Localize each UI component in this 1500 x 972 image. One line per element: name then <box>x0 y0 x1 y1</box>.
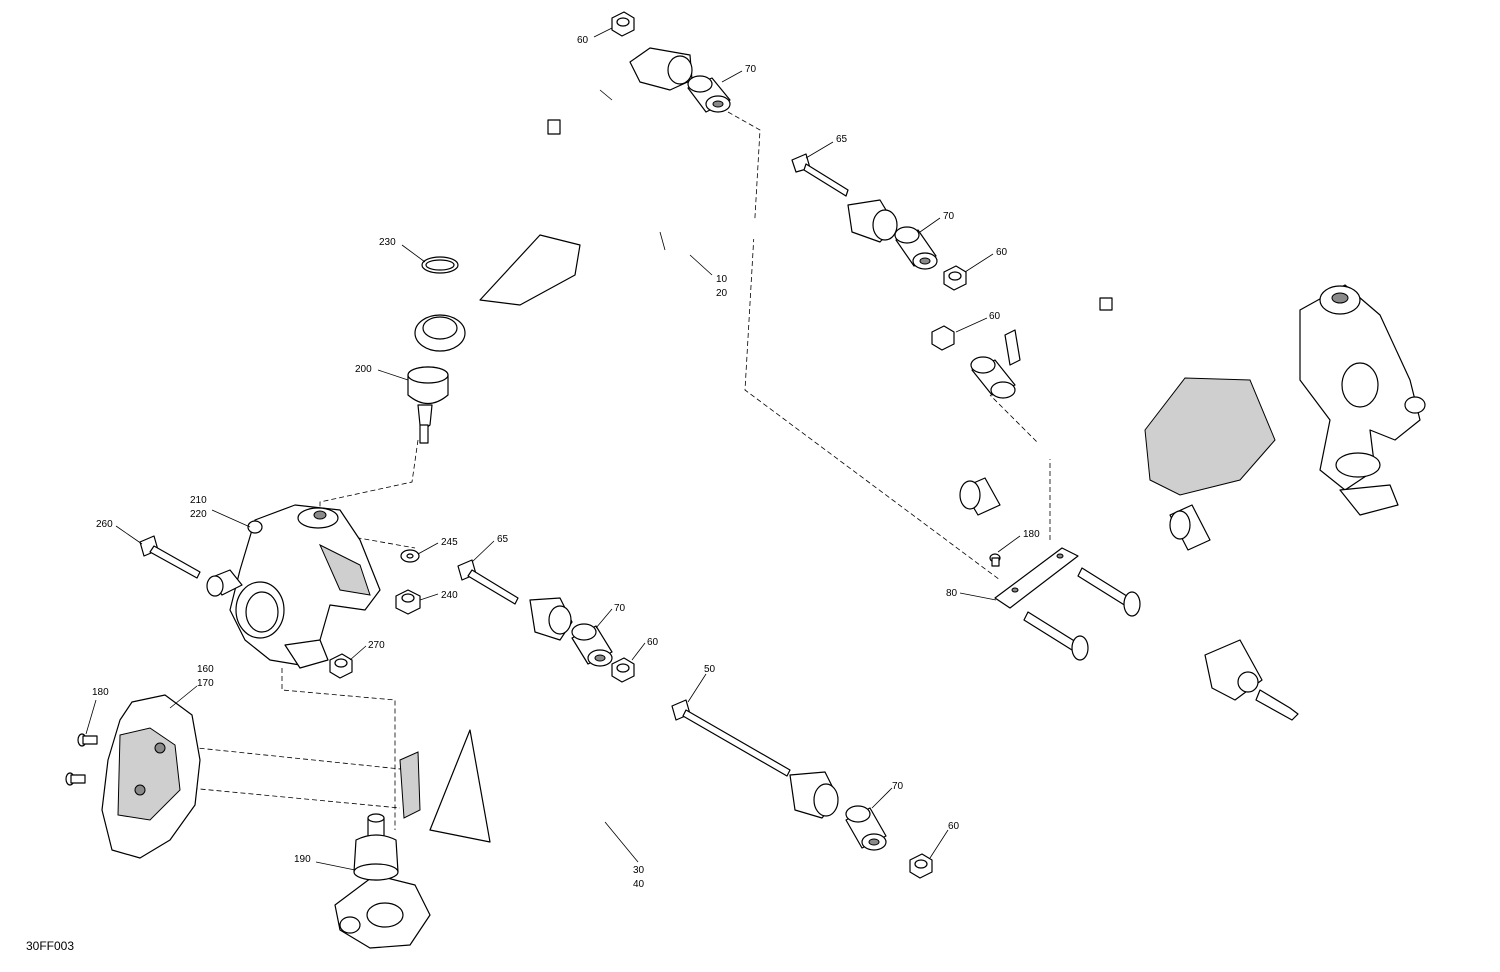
ball-joint-200 <box>407 366 449 444</box>
callout-80: 80 <box>946 588 958 599</box>
callout-70-low: 70 <box>614 603 626 614</box>
bolt-65-top <box>791 153 849 197</box>
callout-230: 230 <box>379 237 396 248</box>
callout-220: 220 <box>190 509 207 520</box>
callout-210: 210 <box>190 495 207 506</box>
rivet-180-left <box>65 733 98 786</box>
callout-10: 10 <box>716 274 728 285</box>
callout-30: 30 <box>633 865 645 876</box>
nut-60-mid <box>943 265 967 291</box>
diagram-code: 30FF003 <box>26 939 74 953</box>
assembled-suspension-view <box>931 284 1426 721</box>
bushing-70-top <box>687 75 731 113</box>
bushing-70-mid <box>894 226 938 270</box>
washer-245 <box>400 549 420 563</box>
callout-40: 40 <box>633 879 645 890</box>
callout-260: 260 <box>96 519 113 530</box>
callout-70-mid: 70 <box>943 211 955 222</box>
callout-65-low: 65 <box>497 534 509 545</box>
bolt-260 <box>139 535 201 579</box>
callout-labels: 60 70 65 70 60 230 10 20 200 60 210 220 … <box>92 35 1040 890</box>
callout-65-top: 65 <box>836 134 848 145</box>
callout-270: 270 <box>368 640 385 651</box>
callout-190: 190 <box>294 854 311 865</box>
ball-joint-190 <box>353 813 399 881</box>
bushing-70-bottom <box>845 805 887 851</box>
callout-240: 240 <box>441 590 458 601</box>
callout-60-bottom: 60 <box>948 821 960 832</box>
nut-60-bottom <box>909 853 933 879</box>
callout-180-left: 180 <box>92 687 109 698</box>
nut-240 <box>395 589 421 615</box>
callout-60-low: 60 <box>647 637 659 648</box>
steering-knuckle <box>206 504 381 669</box>
callout-50: 50 <box>704 664 716 675</box>
lower-a-arm <box>334 597 839 949</box>
nut-60-top <box>611 11 635 37</box>
skid-plate <box>101 694 201 859</box>
bolt-65-low <box>457 559 519 605</box>
callout-160: 160 <box>197 664 214 675</box>
nut-60-low <box>611 657 635 683</box>
bolt-50 <box>671 699 791 777</box>
callout-20: 20 <box>716 288 728 299</box>
callout-60-top: 60 <box>577 35 589 46</box>
callout-60-mid: 60 <box>996 247 1008 258</box>
callout-170: 170 <box>197 678 214 689</box>
leader-lines <box>85 27 1021 871</box>
bushing-70-low <box>571 623 613 667</box>
callout-180-right: 180 <box>1023 529 1040 540</box>
callout-200: 200 <box>355 364 372 375</box>
callout-60-right: 60 <box>989 311 1001 322</box>
assembly-dashed-lines <box>104 111 1051 830</box>
callout-245: 245 <box>441 537 458 548</box>
snap-ring-230 <box>421 256 459 274</box>
upper-a-arm <box>414 47 898 352</box>
nut-270 <box>329 653 353 679</box>
callout-70-top: 70 <box>745 64 757 75</box>
callout-70-bottom: 70 <box>892 781 904 792</box>
